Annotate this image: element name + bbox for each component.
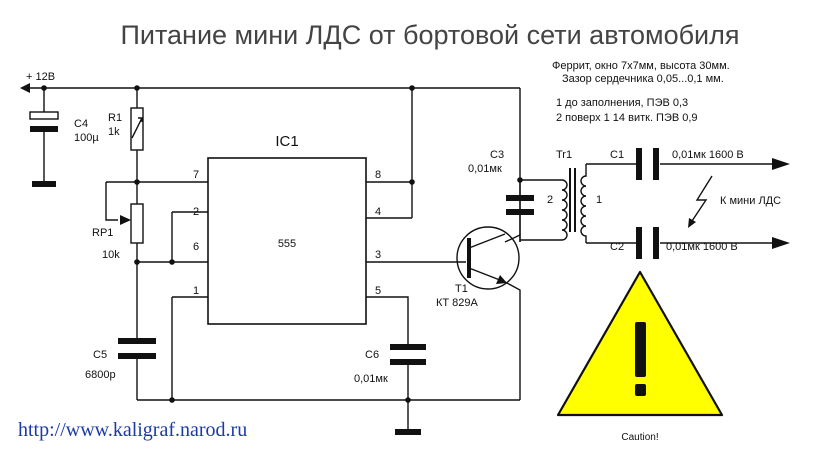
ic1-pin-5: 5 bbox=[375, 285, 381, 297]
note-winding-2: 2 поверх 1 14 витк. ПЭВ 0,9 bbox=[556, 112, 698, 124]
note-winding-1: 1 до заполнения, ПЭВ 0,3 bbox=[556, 97, 688, 109]
ic1-pin-8: 8 bbox=[375, 169, 381, 181]
ic1-pin-4: 4 bbox=[375, 206, 381, 218]
caution-label: Caution! bbox=[621, 432, 658, 443]
junction-dots bbox=[41, 85, 523, 403]
supply-label: + 12В bbox=[26, 71, 55, 83]
c2-ref: C2 bbox=[610, 241, 624, 253]
transformer-tr1 bbox=[561, 164, 587, 243]
source-url[interactable]: http://www.kaligraf.narod.ru bbox=[18, 419, 247, 441]
supply-arrow-icon bbox=[20, 83, 30, 93]
c1-ref: C1 bbox=[610, 149, 624, 161]
ic1-ref: IC1 bbox=[275, 133, 298, 150]
capacitor-c6 bbox=[390, 344, 426, 365]
capacitor-c2 bbox=[636, 227, 659, 259]
c6-value: 0,01мк bbox=[354, 373, 388, 385]
rp1-value: 10k bbox=[102, 249, 120, 261]
tr1-winding-2: 2 bbox=[547, 194, 553, 206]
tr1-ref: Tr1 bbox=[556, 149, 572, 161]
c5-value: 6800p bbox=[85, 369, 116, 381]
output-arrow-icon bbox=[772, 237, 790, 249]
output-arrow-icon bbox=[772, 158, 790, 170]
note-ferrite: Феррит, окно 7х7мм, высота 30мм. bbox=[552, 60, 730, 72]
capacitor-c1 bbox=[636, 148, 659, 180]
ic1-part: 555 bbox=[278, 238, 296, 250]
capacitor-c3 bbox=[506, 195, 534, 215]
resistor-r1 bbox=[130, 107, 144, 151]
c4-ref: C4 bbox=[74, 118, 88, 130]
c2-value: 0,01мк 1600 В bbox=[666, 241, 738, 253]
warning-icon bbox=[556, 270, 724, 417]
transistor-t1 bbox=[456, 226, 520, 290]
wires bbox=[26, 87, 772, 430]
load-label: К мини ЛДС bbox=[720, 195, 781, 207]
ic1-pin-7: 7 bbox=[193, 169, 199, 181]
c1-value: 0,01мк 1600 В bbox=[672, 149, 744, 161]
r1-value: 1k bbox=[108, 126, 120, 138]
lightning-icon bbox=[688, 175, 713, 228]
ic1-pin-3: 3 bbox=[375, 249, 381, 261]
c3-value: 0,01мк bbox=[468, 163, 502, 175]
c5-ref: C5 bbox=[93, 349, 107, 361]
diagram-title: Питание мини ЛДС от бортовой сети автомо… bbox=[120, 20, 739, 50]
tr1-winding-1: 1 bbox=[596, 194, 602, 206]
capacitor-c4 bbox=[29, 111, 59, 187]
t1-value: КТ 829А bbox=[436, 297, 479, 309]
r1-ref: R1 bbox=[108, 112, 122, 124]
note-gap: Зазор сердечника 0,05...0,1 мм. bbox=[562, 73, 724, 85]
ic1-pin-6: 6 bbox=[193, 241, 199, 253]
potentiometer-rp1 bbox=[120, 203, 144, 244]
capacitor-c5 bbox=[118, 338, 156, 359]
c4-value: 100µ bbox=[74, 132, 99, 144]
t1-ref: T1 bbox=[455, 283, 468, 295]
rp1-ref: RP1 bbox=[92, 227, 113, 239]
c3-ref: C3 bbox=[490, 149, 504, 161]
ic1-555 bbox=[207, 157, 367, 325]
ic1-pin-1: 1 bbox=[193, 285, 199, 297]
ic1-pin-2: 2 bbox=[193, 206, 199, 218]
c6-ref: C6 bbox=[365, 349, 379, 361]
